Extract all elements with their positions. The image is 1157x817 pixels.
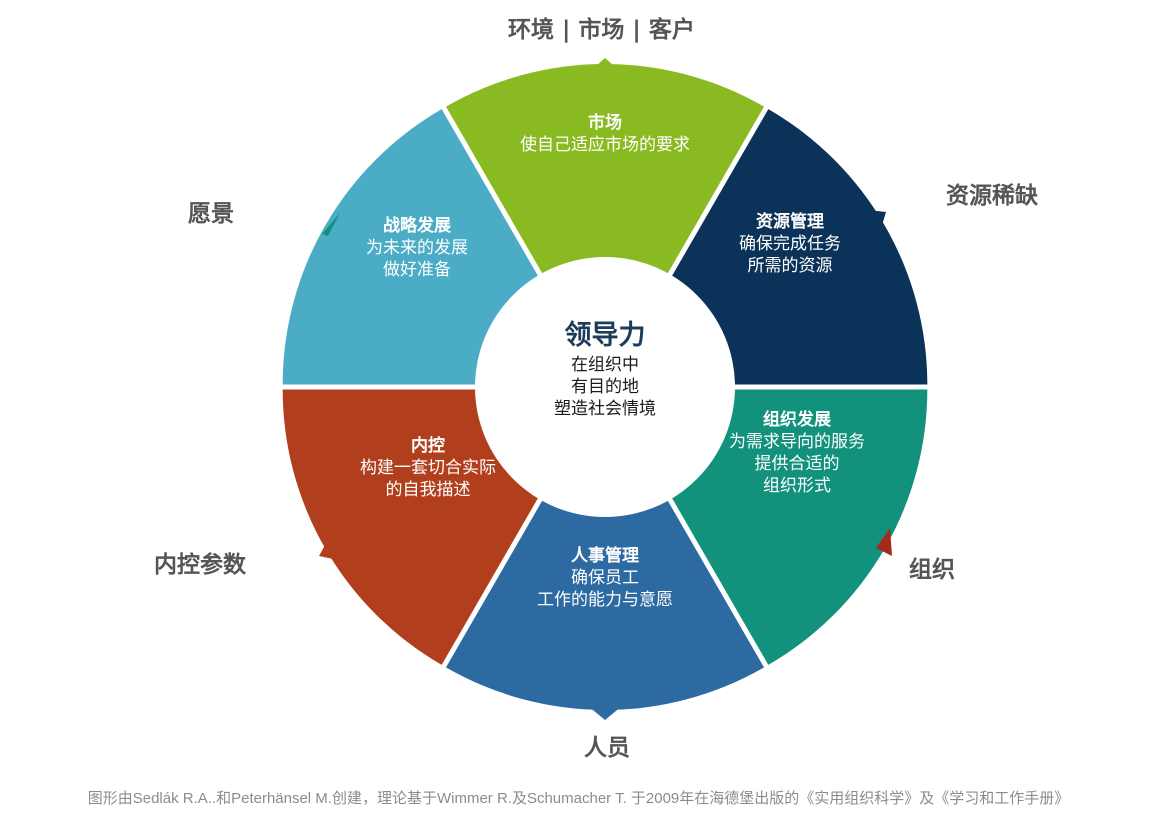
segment-line-hr-mgmt-0: 确保员工 (571, 568, 639, 588)
marker-right-top (868, 210, 886, 232)
segment-text-internal-control: 内控构建一套切合实际的自我描述 (360, 435, 496, 500)
segment-text-org-dev: 组织发展为需求导向的服务提供合适的组织形式 (729, 409, 865, 496)
segment-title-market: 市场 (588, 112, 622, 133)
segment-title-internal-control: 内控 (411, 435, 445, 456)
segment-line-market-0: 使自己适应市场的要求 (520, 134, 690, 155)
segment-hr-mgmt (446, 392, 764, 710)
marker-top (588, 58, 622, 73)
segment-text-resource-mgmt: 资源管理确保完成任务所需的资源 (739, 211, 841, 276)
label-internal-control-params: 内控参数 (154, 552, 246, 578)
center-text: 领导力在组织中有目的地塑造社会情境 (554, 320, 656, 419)
segment-title-resource-mgmt: 资源管理 (756, 211, 824, 232)
label-people: 人员 (584, 735, 630, 761)
segment-text-strategy-dev: 战略发展为未来的发展做好准备 (366, 215, 468, 280)
segment-title-hr-mgmt: 人事管理 (571, 545, 639, 566)
segment-line-hr-mgmt-1: 工作的能力与意愿 (537, 590, 673, 610)
label-organization: 组织 (909, 557, 955, 583)
segment-line-strategy-dev-1: 做好准备 (383, 260, 451, 280)
marker-left-top (322, 213, 340, 236)
top-label: 环境 | 市场 | 客户 (508, 17, 695, 43)
marker-left-bottom (319, 536, 338, 560)
marker-right-bottom (876, 528, 892, 556)
segment-market (446, 63, 764, 382)
segment-text-market: 市场使自己适应市场的要求 (520, 112, 690, 155)
segment-line-resource-mgmt-1: 所需的资源 (748, 256, 833, 276)
segment-line-org-dev-2: 组织形式 (763, 476, 831, 496)
segment-line-internal-control-0: 构建一套切合实际 (360, 458, 496, 478)
center-line-1: 有目的地 (571, 377, 639, 397)
segment-title-strategy-dev: 战略发展 (383, 215, 451, 236)
segment-title-org-dev: 组织发展 (763, 409, 831, 430)
segment-line-strategy-dev-0: 为未来的发展 (366, 238, 468, 258)
center-line-2: 塑造社会情境 (554, 399, 656, 419)
segment-line-org-dev-1: 提供合适的 (755, 454, 840, 474)
segment-line-internal-control-1: 的自我描述 (386, 480, 471, 500)
center-circle (475, 257, 735, 517)
marker-bottom (588, 706, 622, 720)
source-caption: 图形由Sedlák R.A..和Peterhänsel M.创建，理论基于Wim… (87, 790, 1070, 807)
label-resource-scarcity: 资源稀缺 (946, 183, 1038, 209)
segment-line-resource-mgmt-0: 确保完成任务 (739, 234, 841, 254)
segment-text-hr-mgmt: 人事管理确保员工工作的能力与意愿 (537, 545, 673, 610)
center-title: 领导力 (565, 320, 646, 351)
center-line-0: 在组织中 (571, 355, 639, 375)
segment-line-org-dev-0: 为需求导向的服务 (729, 432, 865, 452)
label-vision: 愿景 (188, 201, 234, 227)
